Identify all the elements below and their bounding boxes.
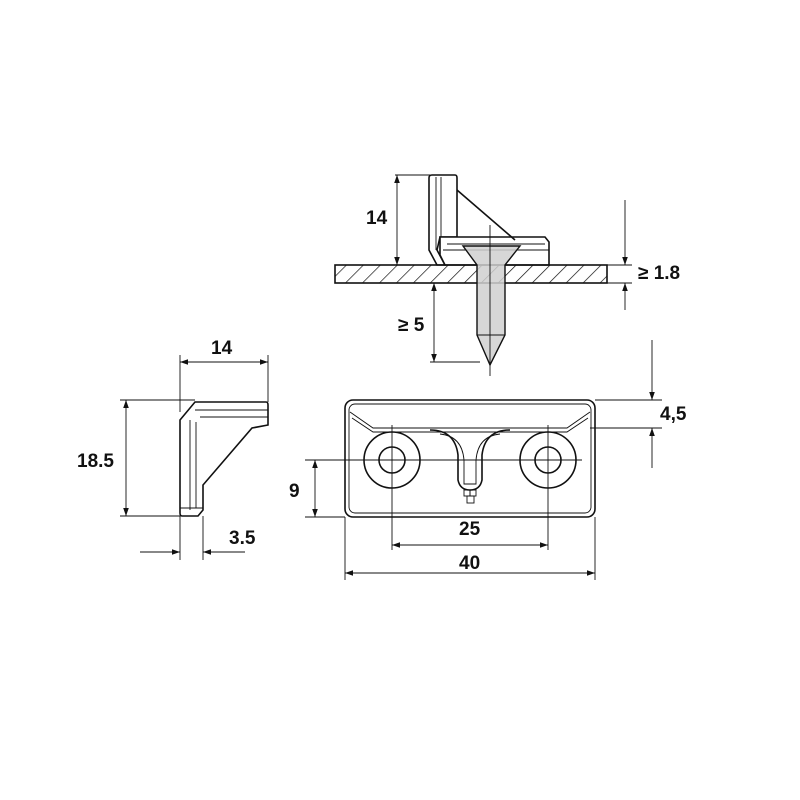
top-view: 14 ≥ 1.8 ≥ 5 bbox=[334, 174, 680, 376]
side-thickness-label: 3.5 bbox=[229, 528, 256, 549]
board-section bbox=[334, 264, 608, 284]
bracket-front-outline bbox=[344, 399, 596, 518]
side-height-label: 18.5 bbox=[77, 451, 114, 472]
bracket-rib bbox=[456, 189, 516, 241]
bracket-side-profile bbox=[179, 401, 269, 517]
side-view: 14 18.5 3.5 bbox=[77, 338, 269, 560]
hole-height-label: 9 bbox=[289, 481, 300, 502]
overall-width-label: 40 bbox=[459, 553, 480, 574]
front-view: 4,5 9 25 40 bbox=[289, 340, 687, 580]
hole-spacing-label: 25 bbox=[459, 519, 481, 540]
side-width-label: 14 bbox=[211, 338, 233, 359]
edge-offset-label: 4,5 bbox=[660, 404, 687, 425]
board-thickness-label: ≥ 1.8 bbox=[638, 263, 680, 284]
screw-depth-label: ≥ 5 bbox=[398, 315, 425, 336]
top-height-label: 14 bbox=[366, 208, 388, 229]
